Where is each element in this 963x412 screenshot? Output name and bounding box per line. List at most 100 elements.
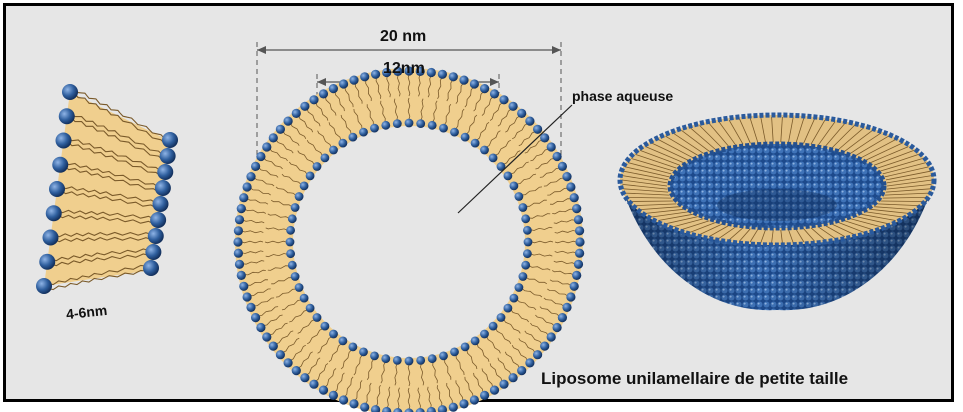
lipid-head: [284, 117, 293, 126]
lipid-head: [489, 154, 498, 163]
lipid-head: [160, 148, 176, 164]
lipid-head: [570, 193, 579, 202]
lipid-head: [566, 292, 575, 301]
lipid-head: [319, 89, 328, 98]
lipid-head: [428, 121, 437, 130]
lipid-head: [405, 119, 414, 128]
lipid-head: [329, 330, 338, 339]
lipid-head: [449, 403, 458, 412]
liposome-cross-section: [233, 66, 584, 412]
outer-diameter-label: 20 nm: [380, 28, 426, 46]
lipid-head: [349, 343, 358, 352]
lipid-head: [309, 95, 318, 104]
lipid-head: [300, 294, 309, 303]
lipid-head: [428, 354, 437, 363]
lipid-head: [519, 272, 528, 281]
lipid-head: [439, 352, 448, 361]
lipid-head: [489, 322, 498, 331]
lipid-head: [246, 172, 255, 181]
lipid-head: [59, 108, 75, 124]
lipid-head: [56, 133, 72, 149]
lipid-head: [547, 332, 556, 341]
lipid-head: [339, 337, 348, 346]
lipid-head: [143, 260, 159, 276]
lipid-head: [235, 260, 244, 269]
lipid-head: [39, 254, 55, 270]
lipid-head: [521, 261, 530, 270]
lipid-head: [276, 125, 285, 134]
lipid-head: [547, 142, 556, 151]
lipid-head: [269, 133, 278, 142]
lipid-head: [504, 172, 513, 181]
lipid-head: [52, 157, 68, 173]
lipid-head: [572, 204, 581, 213]
lipid-head: [243, 292, 252, 301]
lipid-head: [256, 323, 265, 332]
lipid-head: [370, 124, 379, 133]
lipid-head: [288, 214, 297, 223]
lipid-head: [237, 271, 246, 280]
lipid-head: [251, 162, 260, 171]
lipid-head: [306, 304, 315, 313]
lipid-head: [291, 272, 300, 281]
lipid-head: [62, 84, 78, 100]
lipid-head: [286, 238, 295, 247]
lipid-head: [480, 146, 489, 155]
lipid-head: [234, 249, 243, 258]
lipid-tail: [631, 201, 673, 202]
lipid-head: [459, 399, 468, 408]
inner-diameter-label: 12nm: [383, 60, 425, 78]
lipid-head: [286, 249, 295, 258]
lipid-head: [162, 132, 178, 148]
lipid-head: [499, 380, 508, 389]
cavity-shadow: [717, 189, 837, 221]
lipid-head: [449, 72, 458, 81]
lipid-head: [329, 84, 338, 93]
lipid-head: [262, 142, 271, 151]
lipid-head: [497, 313, 506, 322]
lipid-head: [525, 358, 534, 367]
lipid-head: [49, 181, 65, 197]
lipid-head: [540, 342, 549, 351]
lipid-head: [439, 124, 448, 133]
lipid-head: [349, 399, 358, 408]
lipid-head: [349, 76, 358, 85]
lipid-head: [517, 109, 526, 118]
lipid-head: [276, 350, 285, 359]
lipid-head: [36, 278, 52, 294]
lipid-head: [490, 89, 499, 98]
lipid-head: [562, 172, 571, 181]
lipid-head: [321, 154, 330, 163]
lipid-head: [145, 244, 161, 260]
lipid-head: [370, 352, 379, 361]
bilayer-fragment: [36, 84, 178, 294]
lipid-head: [525, 117, 534, 126]
lipid-head: [295, 192, 304, 201]
lipid-head: [381, 121, 390, 130]
lipid-head: [575, 237, 584, 246]
lipid-head: [292, 109, 301, 118]
lipid-head: [157, 164, 173, 180]
lipid-head: [46, 205, 62, 221]
lipid-head: [262, 332, 271, 341]
lipid-head: [360, 72, 369, 81]
lipid-head: [349, 133, 358, 142]
lipid-head: [292, 366, 301, 375]
lipid-head: [570, 282, 579, 291]
lipid-head: [393, 356, 402, 365]
lipid-head: [239, 193, 248, 202]
lipid-head: [300, 182, 309, 191]
lipid-head: [256, 152, 265, 161]
lipid-head: [155, 180, 171, 196]
lipid-head: [515, 283, 524, 292]
lipid-head: [499, 95, 508, 104]
lipid-head: [359, 348, 368, 357]
lipid-head: [393, 119, 402, 128]
lipid-head: [243, 182, 252, 191]
lipid-head: [553, 152, 562, 161]
lipid-head: [515, 192, 524, 201]
lipid-head: [235, 215, 244, 224]
lipid-head: [461, 133, 470, 142]
lipid-head: [427, 68, 436, 77]
